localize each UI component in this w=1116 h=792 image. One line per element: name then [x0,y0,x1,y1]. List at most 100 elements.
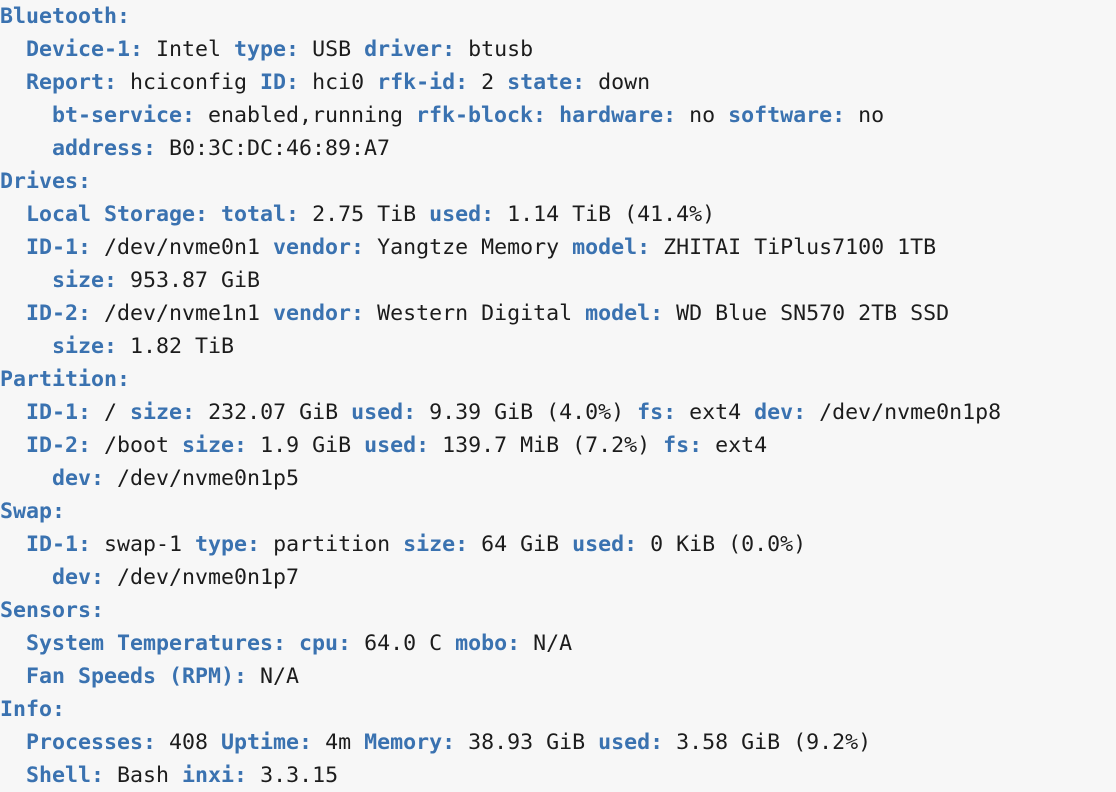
field-key: cpu: [299,631,352,656]
field-key: ID-1: [26,532,92,557]
detail-line: ID-1: / size: 232.07 GiB used: 9.39 GiB … [0,396,1116,429]
field-value: 38.93 GiB [455,730,599,755]
field-key: used: [351,400,417,425]
indent-spacer [0,466,52,491]
field-key: type: [195,532,261,557]
detail-line: Device-1: Intel type: USB driver: btusb [0,33,1116,66]
field-key: dev: [754,400,807,425]
field-key: System Temperatures: [26,631,287,656]
field-value: WD Blue SN570 2TB SSD [663,301,950,326]
detail-line: Local Storage: total: 2.75 TiB used: 1.1… [0,198,1116,231]
indent-spacer [0,631,26,656]
field-key: fs: [663,433,703,458]
indent-spacer [0,136,52,161]
field-key: inxi: [182,763,248,788]
detail-line: bt-service: enabled,running rfk-block: h… [0,99,1116,132]
field-value: no [676,103,729,128]
field-key: vendor: [273,301,365,326]
field-value: 3.58 GiB (9.2%) [663,730,872,755]
field-key: model: [585,301,664,326]
field-key: used: [429,202,495,227]
field-key: bt-service: [52,103,196,128]
field-key: Report: [26,70,118,95]
field-value: 1.14 TiB (41.4%) [494,202,716,227]
field-key: driver: [364,37,456,62]
field-key: type: [234,37,300,62]
field-value: 3.3.15 [247,763,339,788]
indent-spacer [0,235,26,260]
field-value: 232.07 GiB [195,400,352,425]
detail-line: size: 1.82 TiB [0,330,1116,363]
section-header-label: Bluetooth: [0,4,131,29]
field-key: ID-2: [26,301,92,326]
detail-line: ID-1: swap-1 type: partition size: 64 Gi… [0,528,1116,561]
field-value: enabled,running [195,103,417,128]
field-value: swap-1 [91,532,196,557]
field-key: vendor: [273,235,365,260]
field-value: ext4 [676,400,755,425]
field-key: Processes: [26,730,157,755]
field-value: /dev/nvme0n1 [91,235,274,260]
field-key: size: [52,268,118,293]
field-value: B0:3C:DC:46:89:A7 [156,136,391,161]
field-key: Fan Speeds (RPM): [26,664,248,689]
field-key: size: [182,433,248,458]
field-key: total: [221,202,300,227]
section-header-label: Swap: [0,499,66,524]
detail-line: Shell: Bash inxi: 3.3.15 [0,759,1116,792]
section-header-sensors: Sensors: [0,594,1116,627]
detail-line: ID-2: /dev/nvme1n1 vendor: Western Digit… [0,297,1116,330]
field-key: Uptime: [221,730,313,755]
detail-line: Report: hciconfig ID: hci0 rfk-id: 2 sta… [0,66,1116,99]
field-key: used: [572,532,638,557]
field-value: 64.0 C [351,631,456,656]
field-key: software: [728,103,846,128]
field-value: / [91,400,131,425]
detail-line: ID-2: /boot size: 1.9 GiB used: 139.7 Mi… [0,429,1116,462]
field-key: mobo: [455,631,521,656]
field-key: fs: [637,400,677,425]
field-value: no [845,103,885,128]
field-value: 4m [312,730,365,755]
field-value: ZHITAI TiPlus7100 1TB [650,235,937,260]
indent-spacer [0,730,26,755]
field-key: size: [52,334,118,359]
section-header-partition: Partition: [0,363,1116,396]
field-key: hardware: [559,103,677,128]
indent-spacer [0,334,52,359]
field-key: dev: [52,565,105,590]
field-key: rfk-id: [377,70,469,95]
field-value: 1.82 TiB [117,334,235,359]
field-key: Local Storage: [26,202,209,227]
field-value: 139.7 MiB (7.2%) [429,433,664,458]
field-key: ID-1: [26,400,92,425]
section-header-label: Drives: [0,169,92,194]
indent-spacer [0,301,26,326]
field-value: /dev/nvme1n1 [91,301,274,326]
detail-line: size: 953.87 GiB [0,264,1116,297]
section-header-label: Sensors: [0,598,105,623]
field-value [546,103,559,128]
field-value: hci0 [299,70,378,95]
field-key: ID-1: [26,235,92,260]
field-value: btusb [455,37,534,62]
field-value: USB [299,37,365,62]
detail-line: Processes: 408 Uptime: 4m Memory: 38.93 … [0,726,1116,759]
field-value [286,631,299,656]
section-header-label: Partition: [0,367,131,392]
indent-spacer [0,37,26,62]
field-key: used: [598,730,664,755]
field-value: Western Digital [364,301,586,326]
field-value: N/A [520,631,573,656]
field-value: down [585,70,651,95]
field-value: 0 KiB (0.0%) [637,532,807,557]
field-value: /dev/nvme0n1p7 [104,565,300,590]
field-key: Shell: [26,763,105,788]
indent-spacer [0,532,26,557]
detail-line: Fan Speeds (RPM): N/A [0,660,1116,693]
field-value: ext4 [702,433,768,458]
detail-line: address: B0:3C:DC:46:89:A7 [0,132,1116,165]
indent-spacer [0,103,52,128]
field-value: hciconfig [117,70,261,95]
